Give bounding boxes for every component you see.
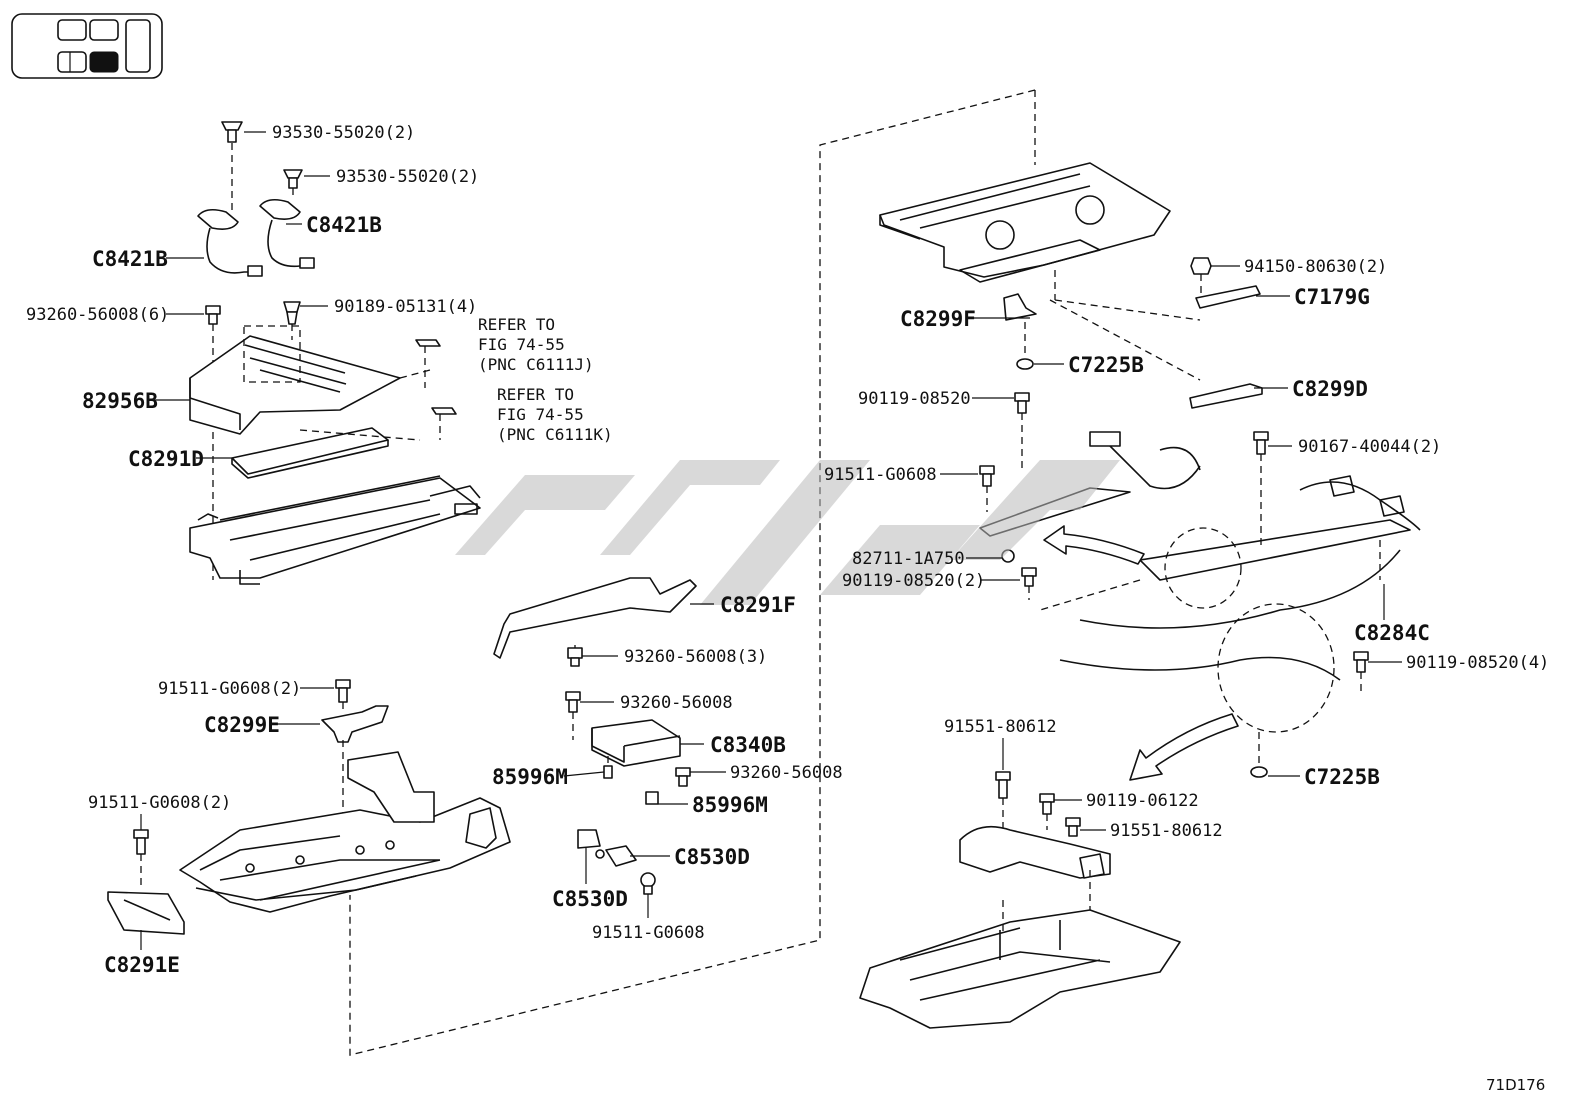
bracket-85996m-b [645, 791, 659, 805]
part-label[interactable]: 85996M [492, 765, 568, 789]
part-label[interactable]: 90119-08520(4) [1406, 653, 1549, 673]
switch-c8421b-left [197, 208, 263, 277]
section-outline [349, 89, 1036, 1056]
part-label[interactable]: C8284C [1354, 621, 1430, 645]
bolt-91511-upper [335, 679, 351, 712]
part-label[interactable]: 90119-08520 [858, 389, 971, 409]
part-label[interactable]: 82956B [82, 389, 158, 413]
part-label[interactable]: 91551-80612 [944, 717, 1057, 737]
part-label[interactable]: 82711-1A750 [852, 549, 965, 569]
bolt-91511-lower [133, 829, 149, 890]
seat-cushion-frame [179, 751, 511, 913]
connector-bracket-lower [959, 825, 1111, 879]
part-label[interactable]: C8299D [1292, 377, 1368, 401]
bolt-90119-08520-a [1014, 392, 1030, 470]
curved-arrow-icon [1129, 713, 1239, 781]
screw-93530-a [221, 121, 243, 215]
part-label[interactable]: C8530D [674, 845, 750, 869]
switch-c8421b-right [259, 198, 315, 269]
curved-arrow-icon [1043, 525, 1145, 565]
refer-note-c6111k: REFER TO FIG 74-55 (PNC C6111K) [497, 385, 613, 444]
screw-93530-b [283, 169, 303, 200]
bolt-91551-b [1065, 817, 1081, 837]
part-label[interactable]: 94150-80630(2) [1244, 257, 1387, 277]
part-label[interactable]: C8421B [306, 213, 382, 237]
part-label[interactable]: 93260-56008(3) [624, 647, 767, 667]
seat-track-frame-left [189, 475, 481, 585]
part-label[interactable]: C8340B [710, 733, 786, 757]
washer-c7225b-lower [1250, 732, 1268, 778]
part-label[interactable]: 91551-80612 [1110, 821, 1223, 841]
watermark-logo [455, 460, 1120, 605]
bolt-93260-c8340b [565, 691, 581, 740]
bolt-93260-c8340b-b [675, 767, 691, 787]
part-label[interactable]: C8299E [204, 713, 280, 737]
part-label[interactable]: C8530D [552, 887, 628, 911]
bracket-c8299e [321, 705, 389, 880]
seat-frame-upper [879, 162, 1201, 381]
part-label[interactable]: 93260-56008(6) [26, 305, 169, 325]
trim-c8291d [231, 427, 421, 479]
cover-82956b [189, 325, 431, 435]
bolt-90119-08520-b [1021, 567, 1037, 600]
wire-c7179g [1195, 285, 1261, 309]
part-label[interactable]: C8291E [104, 953, 180, 977]
part-label[interactable]: 93260-56008 [730, 763, 843, 783]
refer-note-line: FIG 74-55 [478, 335, 565, 354]
bracket-c8299f [1003, 293, 1037, 355]
bracket-85996m-a [603, 756, 613, 779]
part-label[interactable]: 85996M [692, 793, 768, 817]
part-label[interactable]: 91511-G0608 [592, 923, 705, 943]
washer-c7225b-upper [1016, 358, 1034, 370]
clip-90189 [283, 301, 301, 340]
floor-seat-frame-lower [859, 870, 1181, 1029]
trim-c8291f [493, 577, 697, 659]
part-label[interactable]: C8299F [900, 307, 976, 331]
part-label[interactable]: C8421B [92, 247, 168, 271]
refer-note-c6111j: REFER TO FIG 74-55 (PNC C6111J) [478, 315, 594, 374]
bolt-93260-c8291f [567, 647, 583, 667]
bolt-91551-a [995, 771, 1011, 830]
refer-note-line: REFER TO [478, 315, 555, 334]
refer-note-line: (PNC C6111J) [478, 355, 594, 374]
nut-94150 [1190, 257, 1212, 296]
refer-note-line: (PNC C6111K) [497, 425, 613, 444]
leader-lines [140, 131, 1402, 950]
part-label[interactable]: 90119-06122 [1086, 791, 1199, 811]
bolt-90167 [1253, 431, 1269, 550]
seat-position-locator-icon [11, 13, 163, 79]
ecu-c8340b [591, 719, 681, 767]
part-label[interactable]: 93530-55020(2) [272, 123, 415, 143]
bolt-90119-08520-c [1353, 651, 1369, 692]
part-label[interactable]: C7225B [1068, 353, 1144, 377]
trim-c8291e [107, 891, 185, 935]
refer-pads [415, 339, 457, 440]
part-label[interactable]: 91511-G0608 [824, 465, 937, 485]
bolt-90119-06122 [1039, 793, 1055, 830]
bolt-91511-c8530d [640, 872, 656, 895]
wire-harness-c8284c [979, 431, 1421, 733]
refer-note-line: FIG 74-55 [497, 405, 584, 424]
part-label[interactable]: C7225B [1304, 765, 1380, 789]
part-label[interactable]: C8291F [720, 593, 796, 617]
bracket-c8299d [1189, 383, 1263, 409]
part-label[interactable]: 91511-G0608(2) [158, 679, 301, 699]
part-label[interactable]: 93530-55020(2) [336, 167, 479, 187]
refer-note-line: REFER TO [497, 385, 574, 404]
part-label[interactable]: 91511-G0608(2) [88, 793, 231, 813]
bolt-91511-right [979, 465, 995, 512]
part-label[interactable]: C7179G [1294, 285, 1370, 309]
connector-c8530d [577, 829, 637, 867]
part-label[interactable]: 90119-08520(2) [842, 571, 985, 591]
part-labels: 93530-55020(2) 93530-55020(2) C8421B C84… [26, 123, 1549, 977]
part-label[interactable]: 90189-05131(4) [334, 297, 477, 317]
diagram-code: 71D176 [1486, 1076, 1545, 1094]
part-label[interactable]: C8291D [128, 447, 204, 471]
part-label[interactable]: 93260-56008 [620, 693, 733, 713]
part-label[interactable]: 90167-40044(2) [1298, 437, 1441, 457]
